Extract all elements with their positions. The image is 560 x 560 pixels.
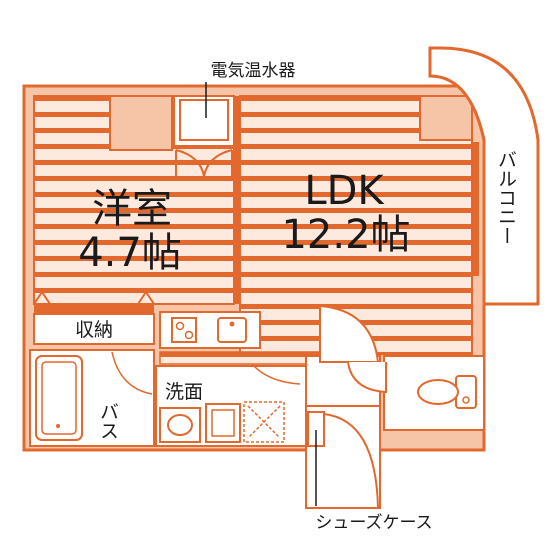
bathtub-inner xyxy=(41,361,77,435)
washbasin-icon xyxy=(159,407,201,443)
balcony-label: バルコニー xyxy=(495,150,517,245)
ldk-floor-lower xyxy=(159,351,321,365)
closet-marker-right xyxy=(137,290,155,305)
washroom-door-swing xyxy=(251,363,301,385)
washing-machine-cross xyxy=(247,405,281,439)
water-heater-unit xyxy=(179,99,229,141)
water-heater-label: 電気温水器 xyxy=(211,61,296,81)
shoe-case-label: シューズケース xyxy=(315,513,432,533)
stove-icon xyxy=(171,317,197,343)
storage-closet xyxy=(33,313,155,345)
bath-label: バス xyxy=(97,402,119,440)
bath-drain xyxy=(56,424,60,428)
ldk-name: LDK xyxy=(304,168,385,214)
toilet-door-swing xyxy=(347,361,387,394)
balcony-outline xyxy=(428,46,540,306)
toilet-icon xyxy=(417,379,459,405)
entry-door-swing xyxy=(319,304,380,363)
washbasin-bowl xyxy=(167,414,193,436)
sink-icon xyxy=(217,317,247,343)
toilet-button xyxy=(462,396,470,404)
vanity-inner xyxy=(211,409,235,437)
western-room-size: 4.7帖 xyxy=(78,230,182,276)
door-swing-icon xyxy=(175,149,233,177)
closet-bar xyxy=(34,304,154,314)
pillar-top-right xyxy=(419,95,473,141)
wall-west-ldk xyxy=(234,96,240,304)
burner-2 xyxy=(184,330,194,340)
sink-drain xyxy=(229,321,235,327)
ldk-size: 12.2帖 xyxy=(281,212,410,258)
washroom-label: 洗面 xyxy=(165,381,203,403)
burner-1 xyxy=(175,321,185,331)
western-room-name: 洋室 xyxy=(92,186,172,232)
bath-door-swing xyxy=(111,351,153,395)
front-door-swing xyxy=(323,413,379,509)
pillar-top-left xyxy=(109,95,173,151)
closet-marker-left xyxy=(33,290,51,305)
storage-label: 収納 xyxy=(75,319,113,341)
